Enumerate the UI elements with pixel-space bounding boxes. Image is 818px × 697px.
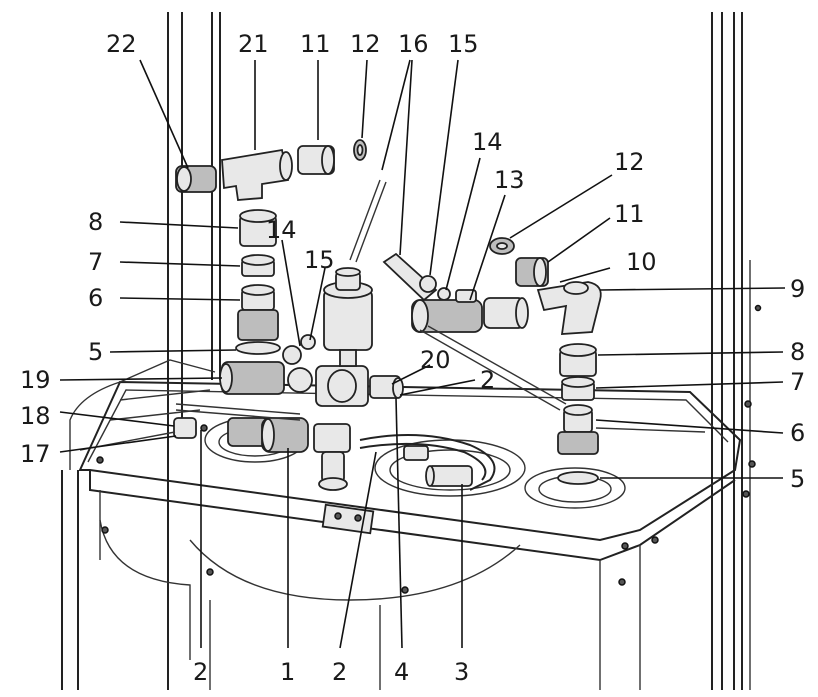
- fitting-18: [173, 417, 197, 439]
- air-vent: [323, 289, 373, 351]
- callout-20: 20: [420, 346, 451, 374]
- callout-6-left: 6: [88, 284, 103, 312]
- callout-5-right: 5: [790, 465, 805, 493]
- hose-assembly-3: [359, 434, 496, 491]
- callout-19: 19: [20, 366, 51, 394]
- callout-14-left: 14: [266, 216, 297, 244]
- tee-assembly-top-left: [175, 139, 367, 201]
- callout-7-left: 7: [88, 248, 103, 276]
- callout-15-left: 15: [304, 246, 335, 274]
- callout-8-right: 8: [790, 338, 805, 366]
- washer-14b: [282, 345, 302, 365]
- callout-22: 22: [106, 30, 137, 58]
- callout-7-right: 7: [790, 368, 805, 396]
- lower-left-valves: [79, 389, 351, 491]
- base-openings: [204, 417, 626, 535]
- callout-11: 11: [300, 30, 331, 58]
- left-stack: [235, 209, 281, 355]
- gasket-5b: [557, 471, 599, 485]
- callout-12-right: 12: [614, 148, 645, 176]
- gasket-5a: [235, 341, 281, 355]
- right-valve-group: [382, 237, 602, 411]
- callout-18: 18: [20, 402, 51, 430]
- elbow-9: [536, 281, 602, 335]
- callout-11-right: 11: [614, 200, 645, 228]
- base-tray: [69, 359, 742, 690]
- leader-lines: [59, 59, 786, 649]
- callout-labels: 22 21 11 12 16 15 14 13 12 11 10 9 8 14 …: [20, 30, 805, 686]
- callout-9: 9: [790, 275, 805, 303]
- callout-10: 10: [626, 248, 657, 276]
- frame-right-posts: [711, 12, 762, 690]
- right-stack: [557, 343, 706, 485]
- callout-8-left: 8: [88, 208, 103, 236]
- callout-3: 3: [454, 658, 469, 686]
- callout-12: 12: [350, 30, 381, 58]
- callout-2-center: 2: [480, 366, 495, 394]
- callout-15: 15: [448, 30, 479, 58]
- callout-2-bottom-mid: 2: [332, 658, 347, 686]
- callout-16: 16: [398, 30, 429, 58]
- callout-13: 13: [494, 166, 525, 194]
- callout-1: 1: [280, 658, 295, 686]
- callout-5-left: 5: [88, 338, 103, 366]
- tee-21: [221, 148, 290, 201]
- central-valve-group: [219, 179, 404, 407]
- callout-6-right: 6: [790, 419, 805, 447]
- callout-4: 4: [394, 658, 409, 686]
- callout-2-bottom-left: 2: [193, 658, 208, 686]
- callout-14: 14: [472, 128, 503, 156]
- callout-17: 17: [20, 440, 51, 468]
- callout-21: 21: [238, 30, 269, 58]
